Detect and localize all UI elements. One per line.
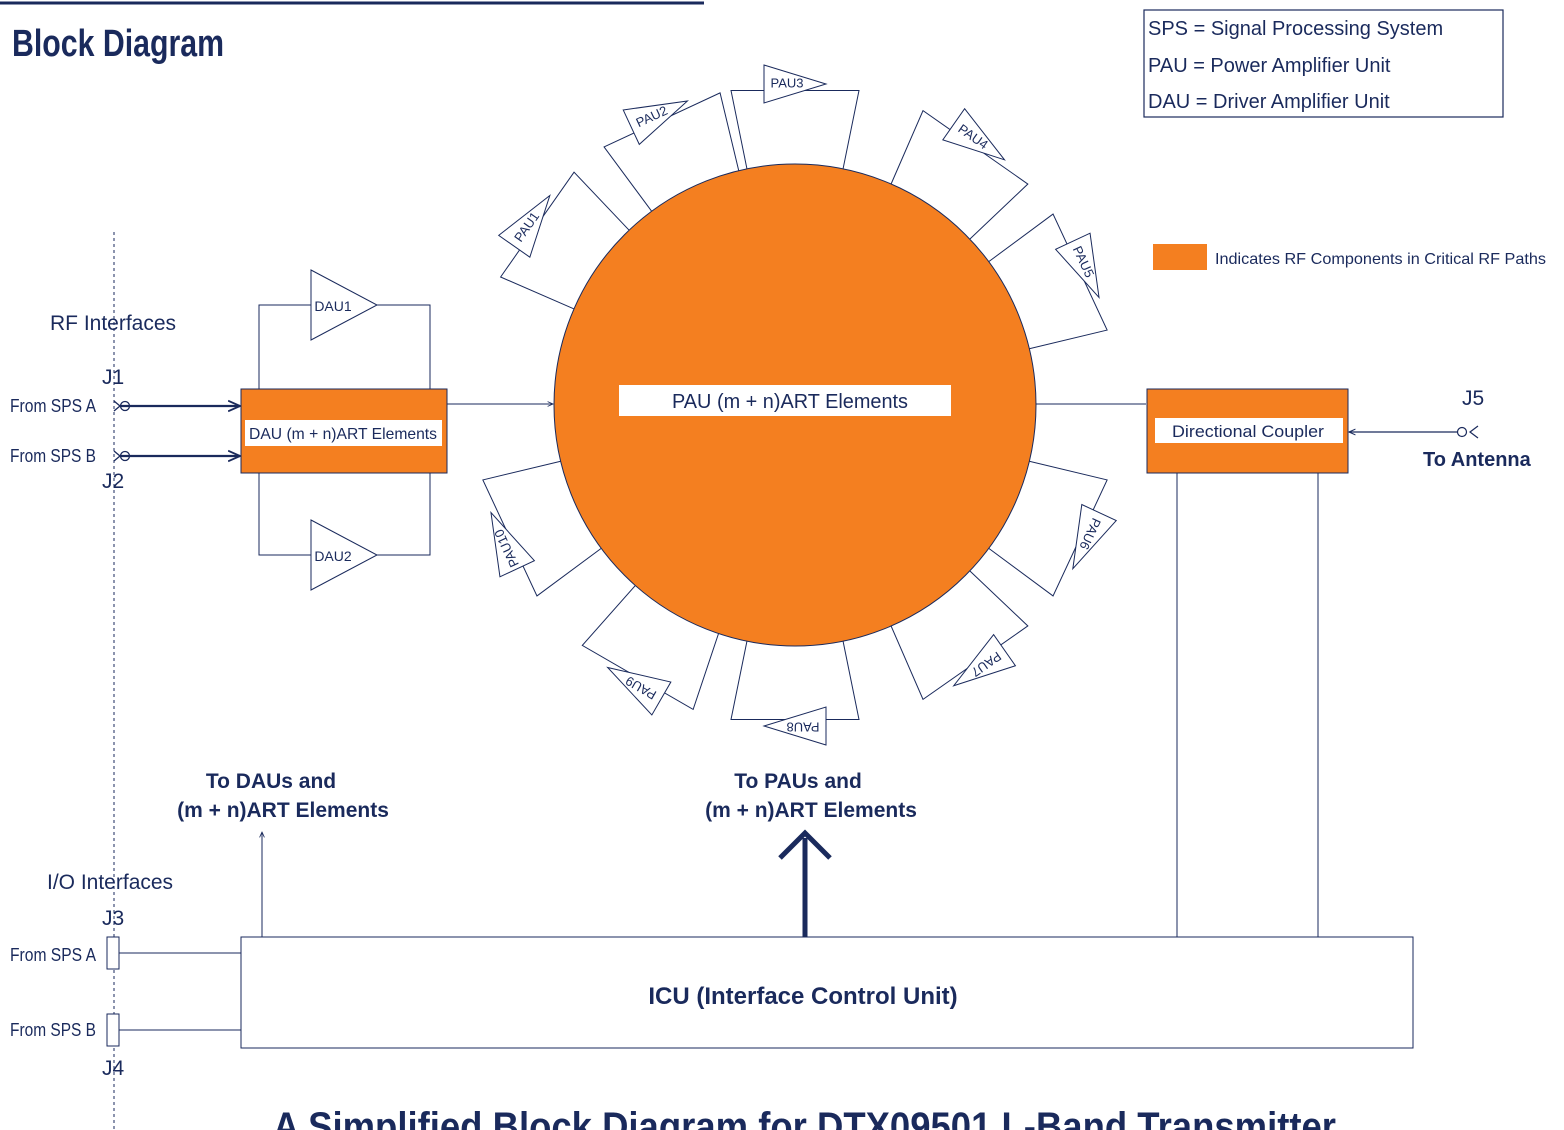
j5-label: J5 — [1462, 387, 1484, 410]
legend-definitions: SPS = Signal Processing System PAU = Pow… — [1143, 9, 1504, 118]
rf-interfaces-label: RF Interfaces — [50, 312, 176, 335]
j5-connector-icon — [1349, 425, 1479, 439]
dau-block: DAU (m + n)ART Elements — [240, 388, 448, 474]
pau-amp-2: PAU2 — [603, 92, 741, 217]
j4-connector-icon — [106, 1013, 241, 1047]
j2-connector-icon — [113, 451, 240, 461]
dau-block-label: DAU (m + n)ART Elements — [249, 426, 437, 443]
pau-amp-3: PAU3 — [730, 64, 860, 175]
coupler-label: Directional Coupler — [1172, 422, 1324, 441]
pau-block-label: PAU (m + n)ART Elements — [672, 391, 908, 413]
pau-amp-9: PAU9 — [581, 580, 721, 716]
rf-from-sps-b: From SPS B — [10, 446, 96, 466]
j2-label: J2 — [102, 470, 124, 493]
dau2-label: DAU2 — [314, 548, 352, 564]
legend-dau: DAU = Driver Amplifier Unit — [1148, 91, 1390, 113]
page-title: Block Diagram — [12, 23, 224, 65]
to-paus-line1: To PAUs and — [734, 770, 862, 793]
j3-label: J3 — [102, 907, 124, 930]
pau-amp-8: PAU8 — [730, 635, 860, 746]
legend-sps: SPS = Signal Processing System — [1148, 18, 1443, 40]
legend-swatch-label: Indicates RF Components in Critical RF P… — [1215, 251, 1546, 268]
dau1-amp — [258, 269, 431, 389]
pau-amp-label: PAU3 — [771, 75, 804, 90]
io-interfaces-label: I/O Interfaces — [47, 871, 173, 894]
j1-connector-icon — [113, 401, 240, 411]
to-daus-line1: To DAUs and — [206, 770, 336, 793]
icu-block: ICU (Interface Control Unit) — [240, 936, 1414, 1049]
to-antenna-label: To Antenna — [1423, 449, 1532, 471]
icu-label: ICU (Interface Control Unit) — [648, 983, 957, 1010]
icu-to-pau-arrow-icon — [778, 829, 832, 937]
dau2-amp — [258, 473, 431, 591]
j4-label: J4 — [102, 1057, 125, 1080]
pau-amp-label: PAU8 — [787, 720, 820, 735]
j3-connector-icon — [106, 936, 241, 970]
j1-label: J1 — [102, 366, 124, 389]
pau-amp-1: PAU1 — [497, 171, 634, 312]
pau-amp-6: PAU6 — [983, 459, 1118, 597]
to-daus-line2: (m + n)ART Elements — [177, 799, 389, 822]
io-from-sps-b: From SPS B — [10, 1020, 96, 1040]
coupler-block: Directional Coupler — [1146, 388, 1349, 474]
diagram-caption: A Simplified Block Diagram for DTX09501 … — [273, 1105, 1336, 1130]
pau-block: PAU (m + n)ART Elements — [553, 163, 1037, 647]
legend-pau: PAU = Power Amplifier Unit — [1148, 55, 1391, 77]
to-paus-line2: (m + n)ART Elements — [705, 799, 917, 822]
pau-ring: PAU1PAU2PAU3PAU4PAU5PAU6PAU7PAU8PAU9PAU1… — [482, 64, 1118, 746]
io-from-sps-a: From SPS A — [10, 945, 96, 965]
rf-from-sps-a: From SPS A — [10, 396, 96, 416]
legend-swatch — [1153, 244, 1207, 270]
dau1-label: DAU1 — [314, 298, 352, 314]
